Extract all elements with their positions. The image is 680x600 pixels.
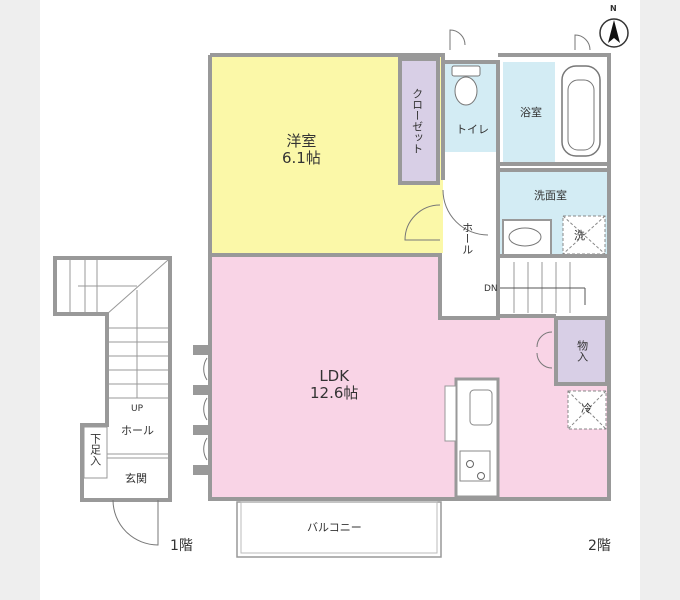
- balcony-label: バルコニー: [307, 521, 362, 534]
- fridge-label: 冷: [581, 402, 592, 415]
- first-floor-outline: [53, 256, 172, 502]
- floor-1-label: 1階: [170, 538, 193, 554]
- stove-icon: [459, 450, 491, 482]
- toilet-label: トイレ: [456, 123, 489, 136]
- entrance-label: 玄関: [125, 472, 147, 485]
- north-arrow-icon: [599, 18, 629, 48]
- floor-2-label: 2階: [588, 538, 611, 554]
- stairs-2f-area: [500, 258, 608, 315]
- compass-north-label: N: [610, 4, 617, 13]
- bath-label: 浴室: [520, 106, 542, 119]
- stairs-up-label: UP: [131, 404, 144, 414]
- storage-label: 物入: [575, 340, 589, 362]
- hall-2f-area: [443, 155, 500, 315]
- hall-1f-label: ホール: [121, 424, 154, 437]
- washroom-label: 洗面室: [534, 189, 567, 202]
- shoe-closet-label: 下足入: [88, 433, 102, 466]
- bath-area: [503, 62, 555, 162]
- washer-label: 洗: [574, 229, 585, 242]
- ldk-area: [212, 256, 607, 497]
- balcony-area: [236, 501, 442, 558]
- stairs-down-label: DN: [484, 284, 498, 294]
- hall-2f-label: ホール: [460, 222, 474, 255]
- closet-area: [398, 57, 440, 185]
- sink-icon: [469, 389, 493, 426]
- closet-label: クローゼット: [410, 88, 424, 154]
- entrance-door-arc: [112, 499, 159, 546]
